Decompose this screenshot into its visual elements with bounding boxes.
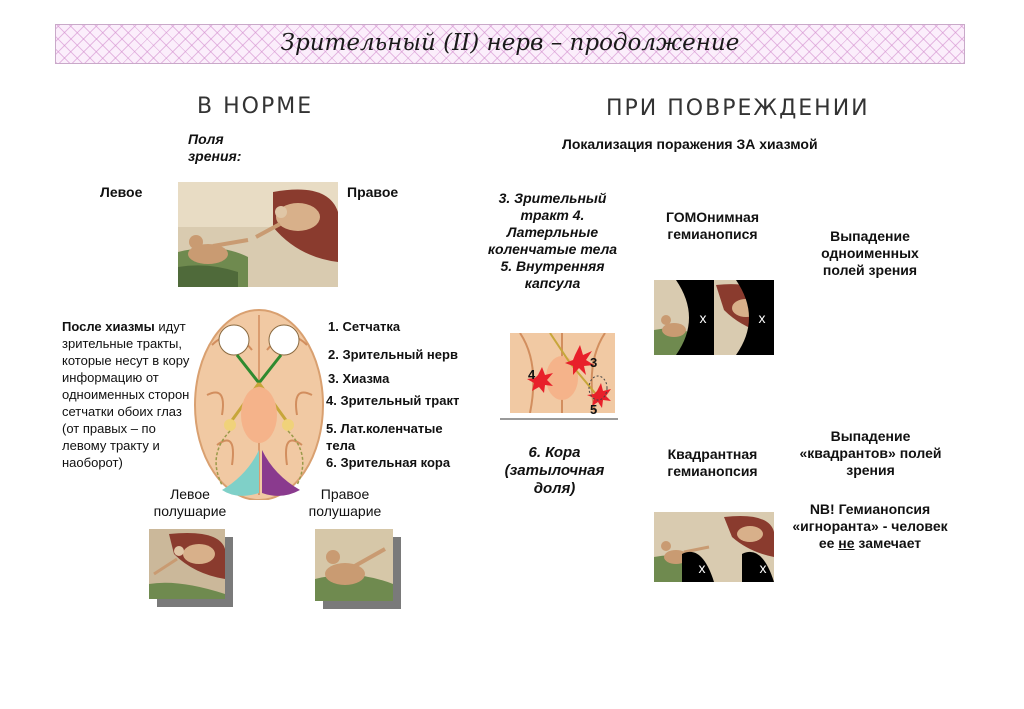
quadrant-description: Выпадение «квадрантов» полей зрения (799, 428, 942, 478)
after-chiasm-rest: идут зрительные тракты, которые несут в … (62, 319, 190, 470)
right-field-label: Правое (347, 184, 399, 200)
page-title: Зрительный (II) нерв – продолжение (280, 30, 740, 56)
localization-label: Локализация поражения ЗА хиазмой (562, 136, 818, 152)
legend-visual-cortex: 6. Зрительная кора (326, 455, 451, 470)
norm-heading: В НОРМЕ (197, 94, 314, 119)
right-hemisphere-label: Правое полушарие (308, 486, 382, 519)
x-mark-quadrant-left: x (698, 560, 706, 576)
nb-note-part1: NB! Гемианопсия «игноранта» - человек ее (792, 501, 948, 551)
left-field-label: Левое (100, 184, 143, 200)
lesion-marker-4: 4 (528, 367, 536, 382)
homonymous-hemianopsia-image (654, 280, 774, 355)
left-hemisphere-image (149, 529, 225, 599)
nb-note: NB! Гемианопсия «игноранта» - человек ее… (790, 501, 950, 552)
legend-chiasm: 3. Хиазма (328, 371, 390, 386)
fields-label: Поля зрения: (188, 131, 242, 164)
nb-note-underline: не (838, 535, 855, 551)
lesion-marker-5: 5 (590, 402, 598, 417)
damaged-structures-label: 3. Зрительный тракт 4. Латерльные коленч… (487, 190, 618, 291)
legend-optic-tract: 4. Зрительный тракт (326, 393, 460, 408)
lesion-diagram (510, 333, 615, 413)
separator-line (500, 418, 618, 420)
nb-note-part2: замечает (854, 535, 922, 551)
visual-pathway-brain-diagram (194, 309, 324, 500)
legend-retina: 1. Сетчатка (328, 319, 401, 334)
cortex-label: 6. Кора (затылочная доля) (504, 444, 605, 497)
x-mark-quadrant-right: x (759, 560, 767, 576)
after-chiasm-text: После хиазмы идут зрительные тракты, кот… (62, 318, 202, 471)
x-mark-homonymous-right: x (758, 310, 766, 326)
lesion-marker-3: 3 (590, 355, 598, 370)
left-hemisphere-label: Левое полушарие (153, 486, 227, 519)
title-banner: Зрительный (II) нерв – продолжение (55, 24, 965, 64)
creation-of-adam-image (178, 182, 338, 287)
damage-heading: ПРИ ПОВРЕЖДЕНИИ (606, 96, 870, 121)
legend-optic-nerve: 2. Зрительный нерв (328, 347, 458, 362)
after-chiasm-bold: После хиазмы (62, 319, 155, 334)
homonymous-label: ГОМОнимная гемианопися (665, 209, 760, 242)
homonymous-description: Выпадение одноименных полей зрения (821, 228, 919, 278)
quadrant-hemianopsia-image (654, 512, 774, 582)
legend-lgn: 5. Лат.коленчатые тела (326, 421, 443, 453)
quadrant-label: Квадрантная гемианопсия (667, 446, 758, 479)
x-mark-homonymous-left: x (699, 310, 707, 326)
right-hemisphere-image (315, 529, 393, 601)
